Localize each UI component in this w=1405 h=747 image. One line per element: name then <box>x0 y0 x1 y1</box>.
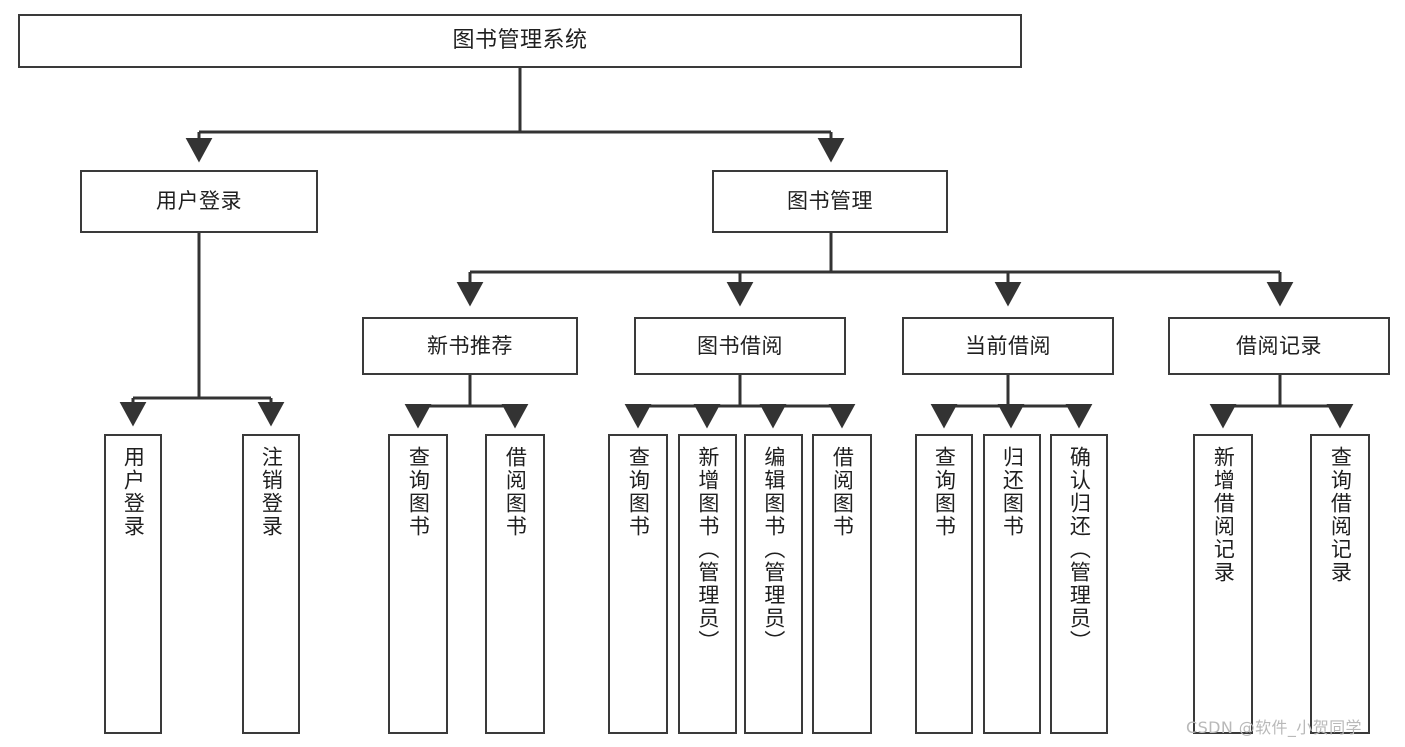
leaf-borrow-query-book[interactable]: 查询图书 <box>608 434 668 734</box>
leaf-recommend-query-book[interactable]: 查询图书 <box>388 434 448 734</box>
node-label: 查询图书 <box>406 446 431 538</box>
node-label: 用户登录 <box>156 189 242 214</box>
leaf-current-return-book[interactable]: 归还图书 <box>983 434 1041 734</box>
leaf-record-add-borrow-record[interactable]: 新增借阅记录 <box>1193 434 1253 734</box>
node-label: 借阅图书 <box>503 446 528 538</box>
csdn-watermark: CSDN @软件_小贺同学 <box>1186 718 1362 737</box>
node-label: 当前借阅 <box>965 333 1051 358</box>
node-label: 借阅记录 <box>1236 333 1322 358</box>
node-book-management[interactable]: 图书管理 <box>712 170 948 233</box>
node-label: 注销登录 <box>259 446 284 538</box>
node-root-system[interactable]: 图书管理系统 <box>18 14 1022 68</box>
leaf-record-query-borrow-record[interactable]: 查询借阅记录 <box>1310 434 1370 734</box>
node-label: 图书管理系统 <box>452 28 588 54</box>
leaf-borrow-edit-book-admin[interactable]: 编辑图书（管理员） <box>744 434 803 734</box>
node-book-borrow[interactable]: 图书借阅 <box>634 317 846 375</box>
leaf-user-login-signout[interactable]: 注销登录 <box>242 434 300 734</box>
leaf-borrow-borrow-book[interactable]: 借阅图书 <box>812 434 872 734</box>
node-label: 新增借阅记录 <box>1211 446 1236 584</box>
leaf-recommend-borrow-book[interactable]: 借阅图书 <box>485 434 545 734</box>
node-label: 用户登录 <box>121 446 146 538</box>
node-label: 图书管理 <box>787 189 873 214</box>
node-current-borrow[interactable]: 当前借阅 <box>902 317 1114 375</box>
node-label: 查询图书 <box>932 446 957 538</box>
node-new-book-recommend[interactable]: 新书推荐 <box>362 317 578 375</box>
node-label: 图书借阅 <box>697 333 783 358</box>
node-label: 查询图书 <box>626 446 651 538</box>
leaf-current-query-book[interactable]: 查询图书 <box>915 434 973 734</box>
node-label: 编辑图书（管理员） <box>761 446 786 653</box>
leaf-current-confirm-return-admin[interactable]: 确认归还（管理员） <box>1050 434 1108 734</box>
node-label: 确认归还（管理员） <box>1067 446 1092 653</box>
node-user-login[interactable]: 用户登录 <box>80 170 318 233</box>
node-label: 新增图书（管理员） <box>695 446 720 653</box>
node-borrow-record[interactable]: 借阅记录 <box>1168 317 1390 375</box>
leaf-user-login-signin[interactable]: 用户登录 <box>104 434 162 734</box>
node-label: 借阅图书 <box>830 446 855 538</box>
node-label: 新书推荐 <box>427 333 513 358</box>
node-label: 归还图书 <box>1000 446 1025 538</box>
node-label: 查询借阅记录 <box>1328 446 1353 584</box>
leaf-borrow-add-book-admin[interactable]: 新增图书（管理员） <box>678 434 737 734</box>
